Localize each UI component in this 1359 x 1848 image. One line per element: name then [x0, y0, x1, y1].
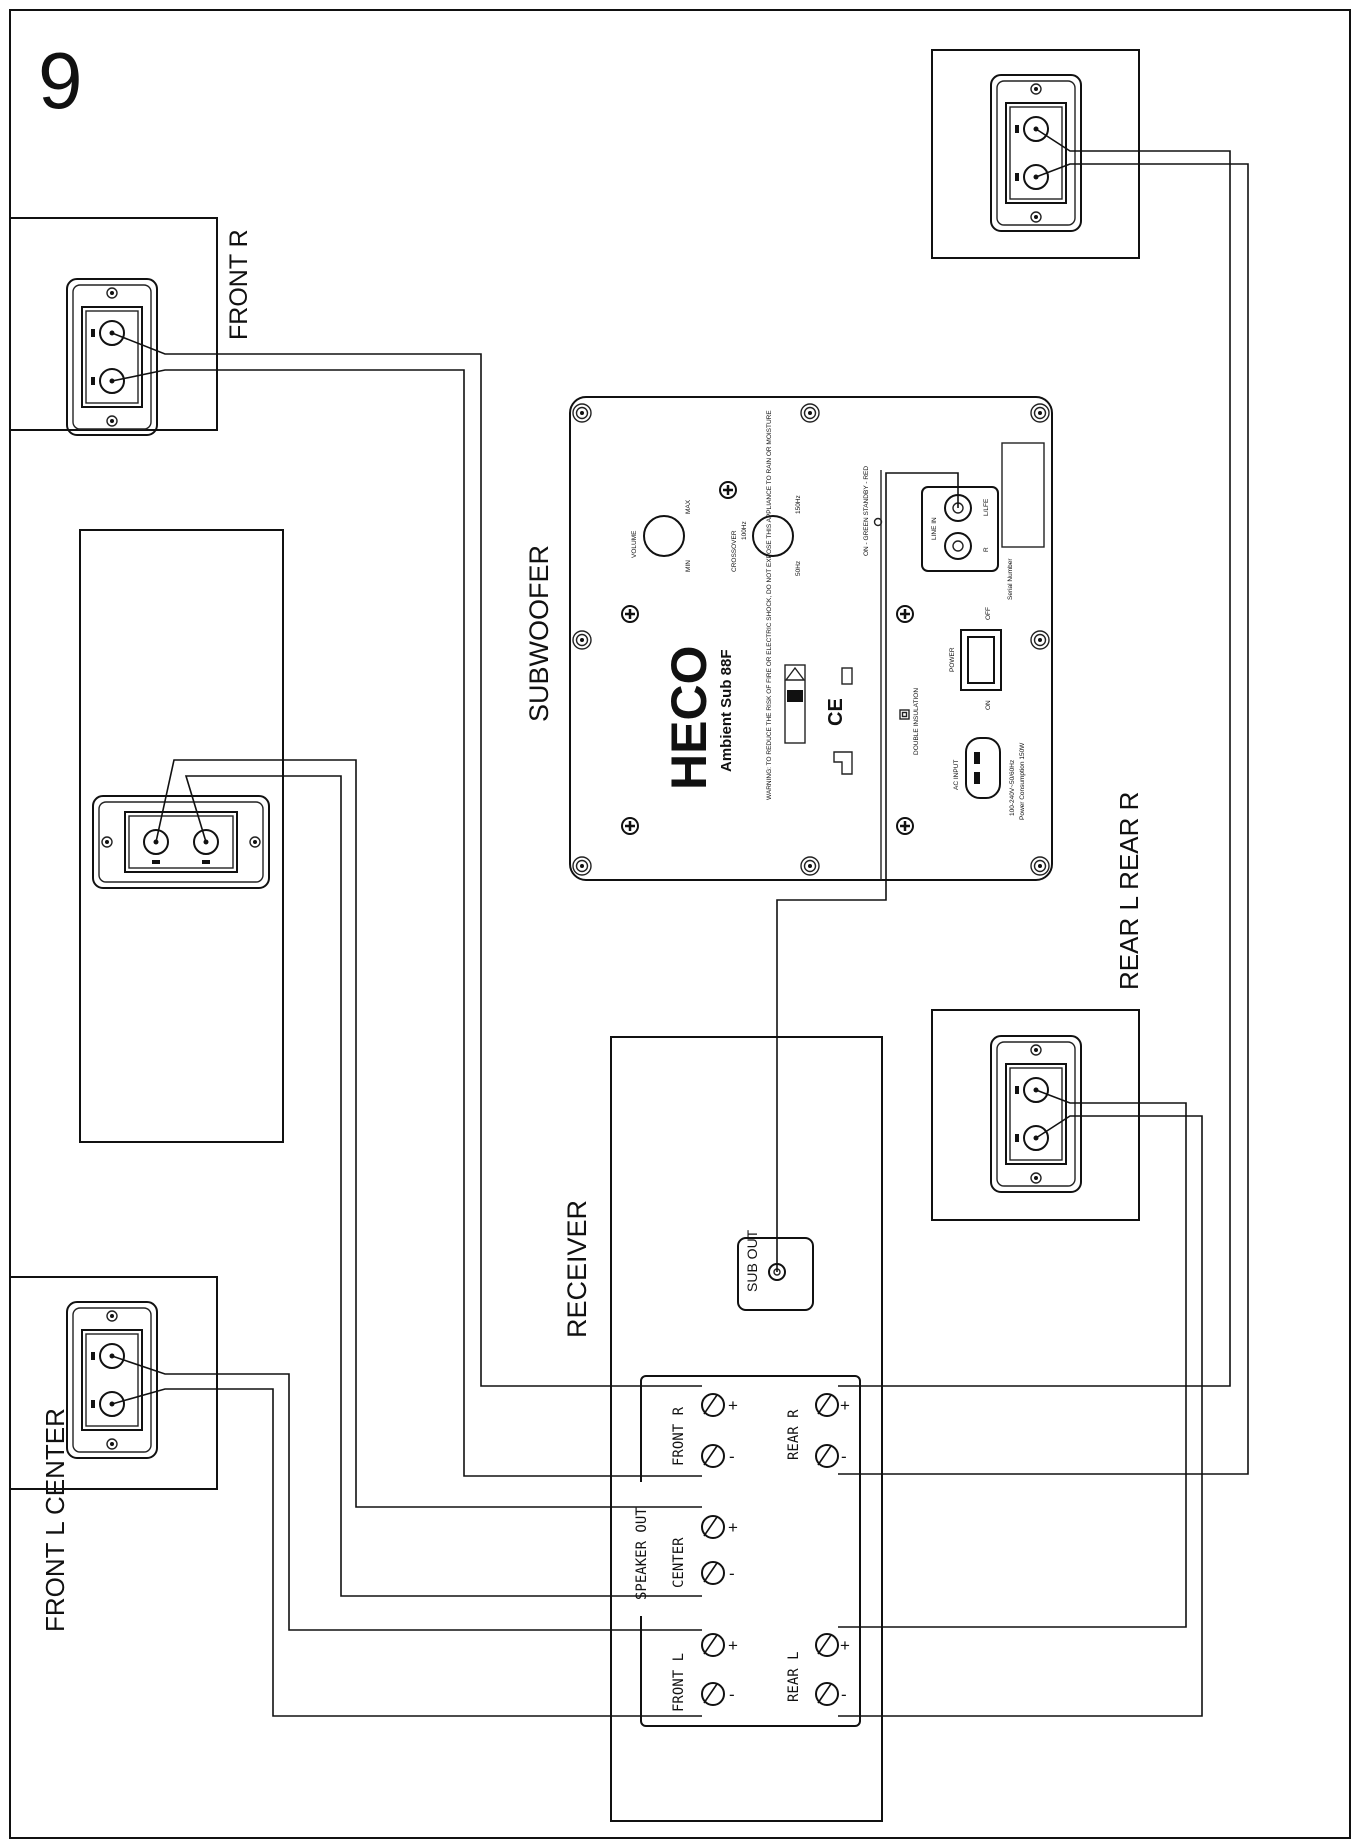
ac-input-text: AC INPUT: [953, 760, 960, 790]
rear-r-speaker: [931, 49, 1140, 259]
wire-center-plus: [155, 759, 702, 1508]
line-in-text: LINE IN: [931, 517, 938, 540]
serial-box: [1001, 442, 1045, 548]
volume-text: VOLUME: [631, 530, 638, 558]
xo-mid-text: 100Hz: [741, 521, 748, 540]
sign: -: [729, 1685, 735, 1704]
led-text: ON - GREEN STANDBY - RED: [863, 466, 870, 556]
rear-labels: REAR L REAR R: [1114, 792, 1144, 990]
vol-max-text: MAX: [685, 499, 692, 514]
rear-l-channel: REAR L: [786, 1651, 802, 1702]
sign: -: [841, 1685, 847, 1704]
xo-low-text: 50Hz: [795, 561, 802, 576]
sub-out-box: [737, 1237, 814, 1311]
speaker-out-text: SPEAKER OUT: [634, 1507, 650, 1600]
front-l-center-label: FRONT L CENTER: [40, 1408, 70, 1632]
wire-rear-r-plus: [838, 128, 1231, 1387]
sign: +: [728, 1396, 738, 1415]
wire-front-l-minus: [111, 1388, 702, 1717]
rear-l-speaker: [931, 1009, 1140, 1221]
rear-r-channel: REAR R: [786, 1409, 802, 1460]
front-l-minus-post: [701, 1682, 725, 1706]
rear-l-plus-post: [815, 1633, 839, 1657]
wire-sub-out: [776, 472, 959, 1272]
brand-logo: HECO: [661, 646, 717, 790]
front-l-channel: FRONT L: [671, 1653, 687, 1712]
sign: +: [728, 1636, 738, 1655]
center-plus-post: [701, 1515, 725, 1539]
receiver-panel: SUB OUT SPEAKER OUT FRONT R CENTER FRONT…: [610, 1036, 883, 1822]
wire-rear-l-plus: [838, 1089, 1187, 1628]
front-r-label: FRONT R: [225, 229, 253, 340]
wire-rear-r-minus: [838, 163, 1249, 1475]
front-l-speaker: [9, 1276, 218, 1490]
vol-min-text: MIN: [685, 560, 692, 572]
r-text: R: [983, 547, 990, 552]
rear-r-minus-post: [815, 1444, 839, 1468]
sign: +: [840, 1636, 850, 1655]
off-text: OFF: [985, 607, 992, 620]
wire-center-minus: [184, 775, 702, 1597]
subwoofer-label: SUBWOOFER: [524, 545, 554, 722]
rating-text: 100-240V~50/60Hz: [1009, 760, 1016, 816]
crossover-text: CROSSOVER: [731, 530, 738, 572]
receiver-label: RECEIVER: [562, 1200, 592, 1338]
step-number: 9: [38, 36, 83, 125]
warning-text: WARNING: TO REDUCE THE RISK OF FIRE OR E…: [766, 410, 773, 800]
xo-high-text: 150Hz: [795, 495, 802, 514]
sign: +: [840, 1396, 850, 1415]
center-speaker: [79, 529, 284, 1143]
sign: -: [729, 1447, 735, 1466]
rear-r-plus-post: [815, 1393, 839, 1417]
wire-front-r-minus: [111, 369, 702, 1477]
line-in-block: [921, 486, 999, 572]
front-r-speaker: [9, 217, 218, 436]
serial-text: Serial Number: [1007, 558, 1014, 600]
sub-out-text: SUB OUT: [744, 1229, 760, 1292]
center-minus-post: [701, 1561, 725, 1585]
page-border: [9, 9, 1351, 1839]
rear-l-minus-post: [815, 1682, 839, 1706]
ac-input: [965, 737, 1001, 799]
model-text: Ambient Sub 88F: [718, 649, 735, 772]
front-r-minus-post: [701, 1444, 725, 1468]
line-in-r-jack: [944, 532, 972, 560]
wires: [111, 128, 1249, 1717]
front-l-plus-post: [701, 1633, 725, 1657]
center-channel: CENTER: [671, 1537, 687, 1588]
front-r-plus-post: [701, 1393, 725, 1417]
crossover-knob: [752, 515, 794, 557]
consumption-text: Power Consumption 150W: [1019, 742, 1026, 820]
wire-front-l-plus: [111, 1355, 702, 1631]
subwoofer-panel: VOLUME MIN MAX CROSSOVER 100Hz 50Hz 150H…: [569, 396, 1053, 881]
power-text: POWER: [949, 647, 956, 672]
wire-rear-l-minus: [838, 1115, 1203, 1717]
sign: +: [728, 1518, 738, 1537]
front-r-channel: FRONT R: [671, 1406, 687, 1466]
lfe-text: L/LFE: [983, 498, 990, 516]
sign: -: [729, 1564, 735, 1583]
on-text: ON: [985, 700, 992, 710]
volume-knob: [643, 515, 685, 557]
double-insulation-text: DOUBLE INSULATION: [913, 688, 920, 755]
power-switch: [960, 629, 1002, 691]
ce-mark: CE: [825, 698, 847, 726]
sign: -: [841, 1447, 847, 1466]
wire-front-r-plus: [111, 332, 702, 1387]
